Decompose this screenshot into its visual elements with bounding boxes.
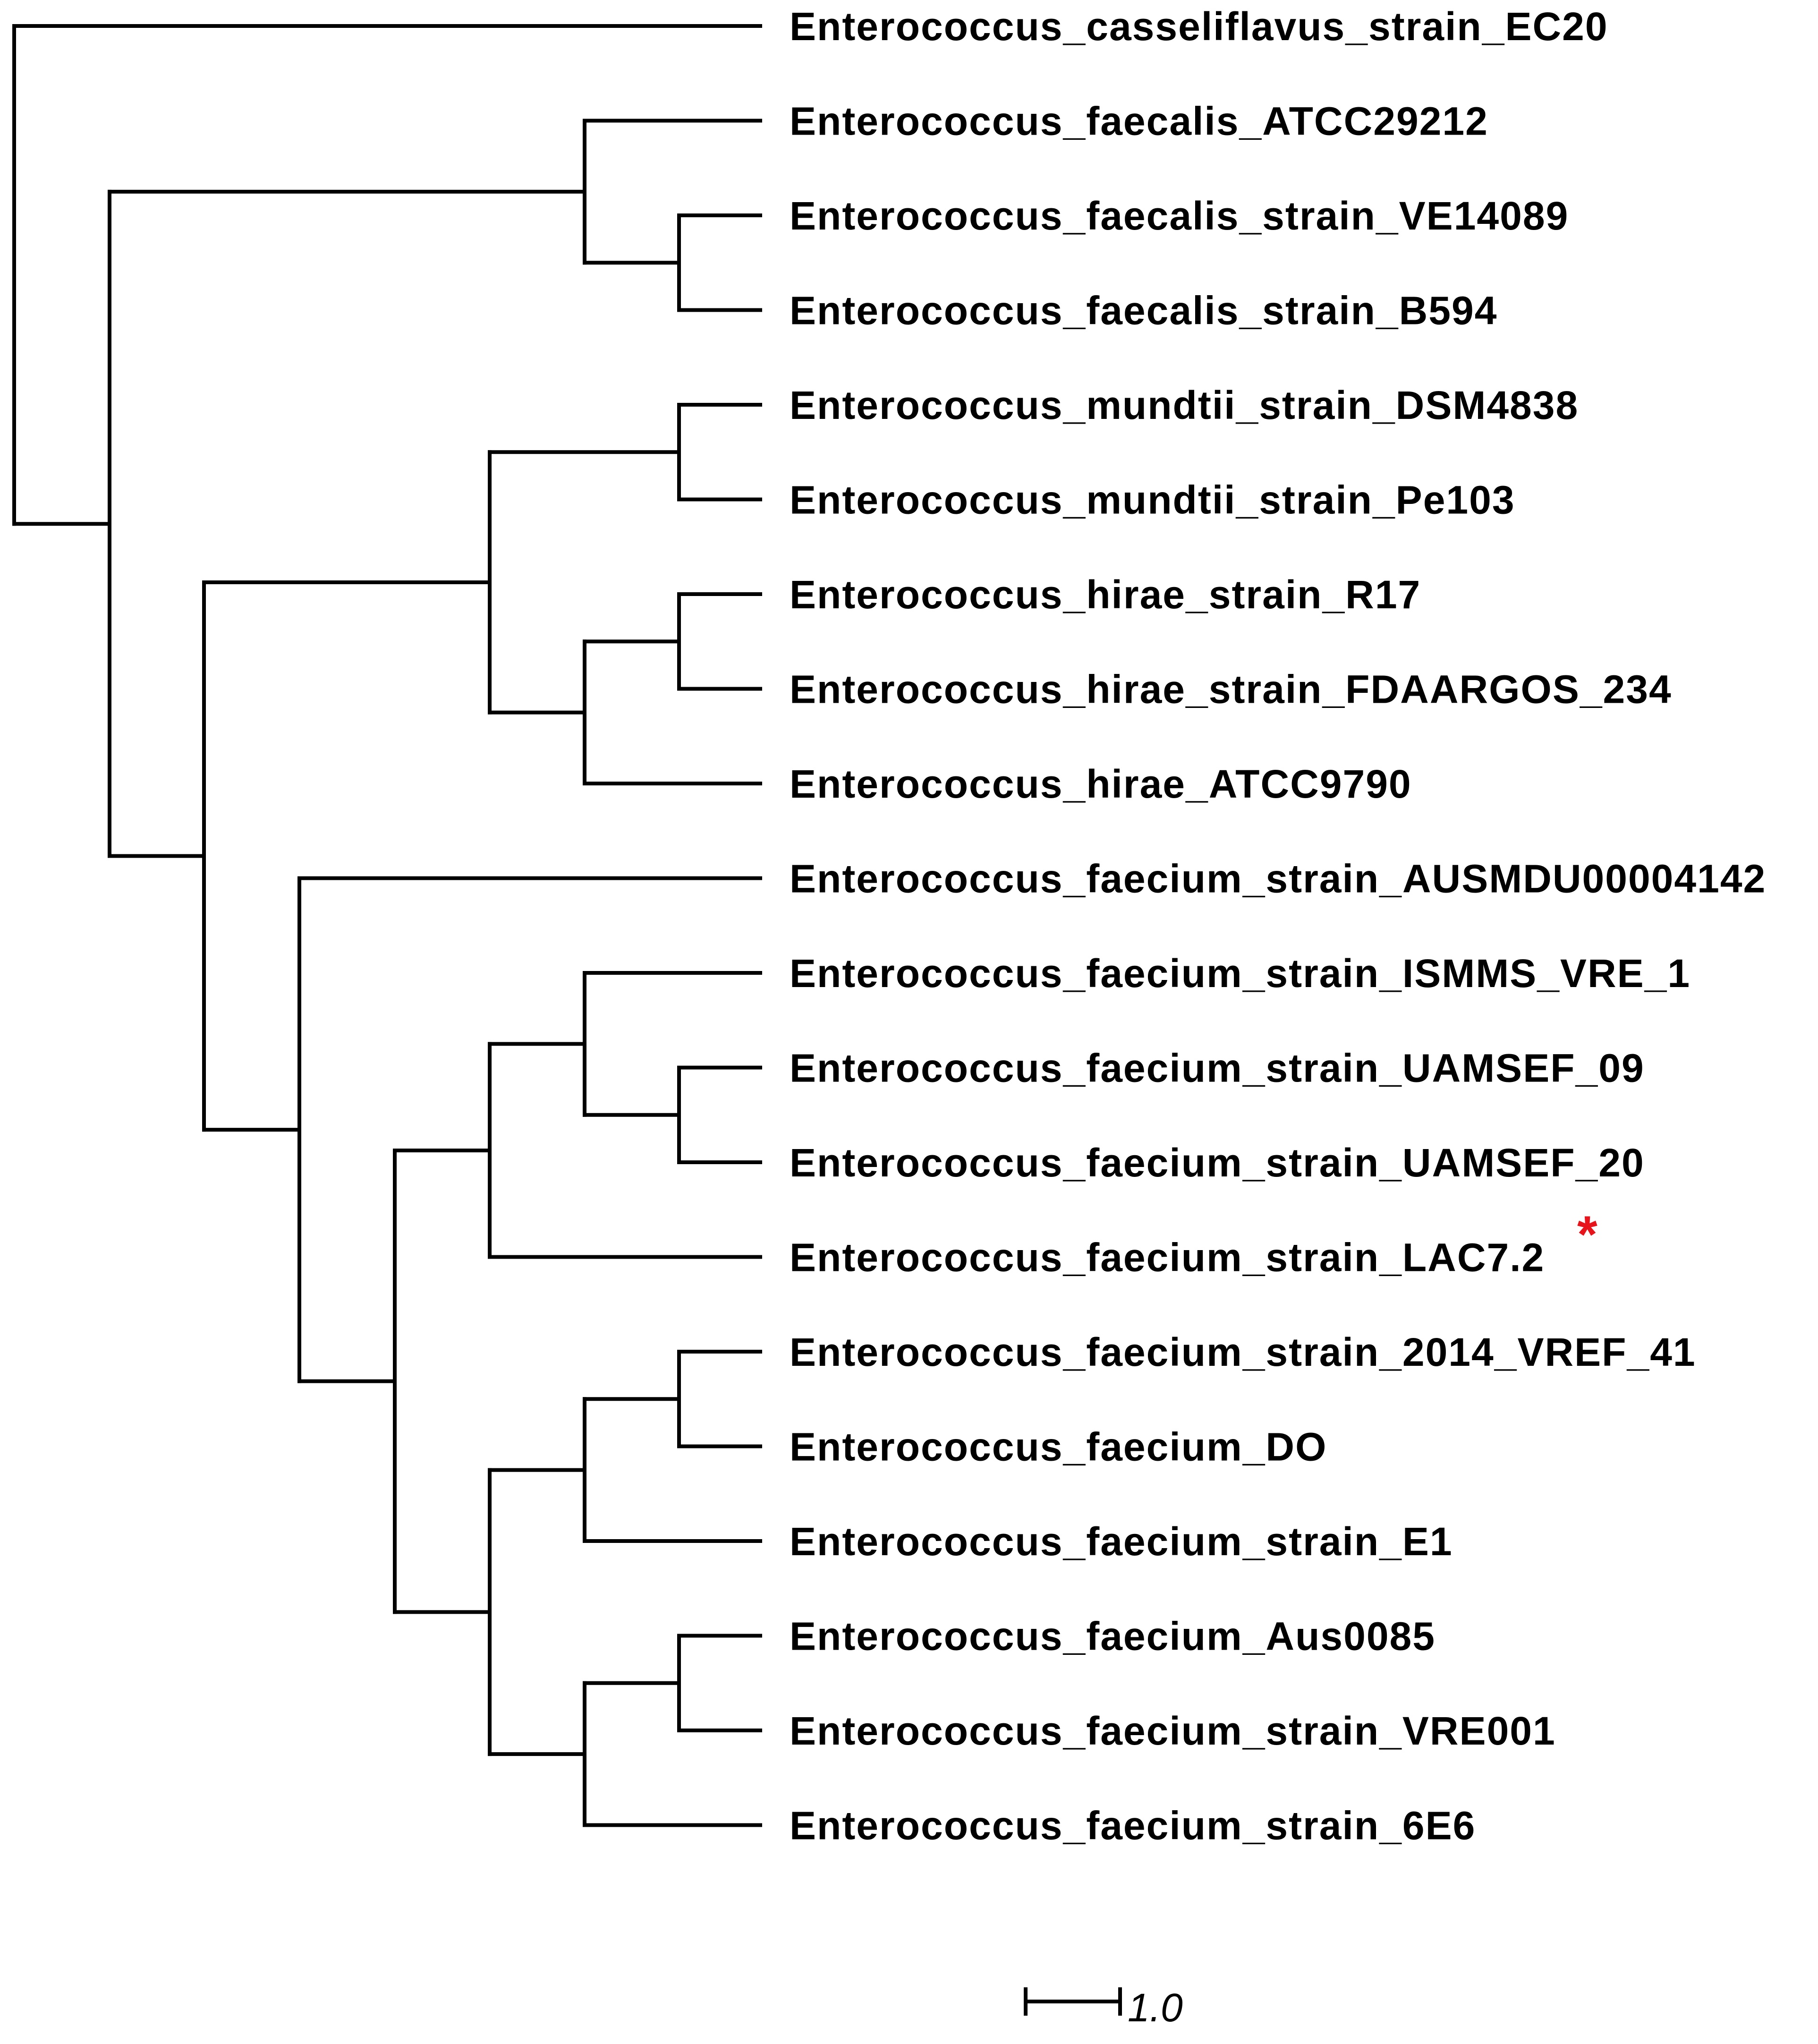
leaf-label: Enterococcus_faecium_strain_UAMSEF_20 [790,1141,1645,1185]
leaf-label: Enterococcus_faecalis_ATCC29212 [790,99,1488,144]
leaf-label: Enterococcus_faecium_strain_E1 [790,1519,1453,1564]
tree-branches [12,24,762,1827]
leaf-labels: Enterococcus_casseliflavus_strain_EC20En… [790,4,1766,1848]
leaf-label: Enterococcus_faecium_strain_ISMMS_VRE_1 [790,951,1691,996]
leaf-label: Enterococcus_faecium_strain_AUSMDU000041… [790,857,1766,901]
leaf-label: Enterococcus_faecium_strain_LAC7.2 [790,1235,1545,1280]
leaf-label: Enterococcus_mundtii_strain_DSM4838 [790,383,1579,427]
leaf-label: Enterococcus_faecalis_strain_B594 [790,289,1497,333]
leaf-label: Enterococcus_faecium_Aus0085 [790,1614,1436,1659]
leaf-label: Enterococcus_faecium_strain_VRE001 [790,1709,1556,1753]
leaf-label: Enterococcus_faecium_strain_2014_VREF_41 [790,1330,1696,1374]
leaf-label: Enterococcus_mundtii_strain_Pe103 [790,478,1515,522]
scale-bar: 1.0 [1024,1985,1183,2030]
leaf-label: Enterococcus_faecium_strain_UAMSEF_09 [790,1046,1645,1090]
scale-bar-label: 1.0 [1128,1985,1183,2030]
leaf-label: Enterococcus_casseliflavus_strain_EC20 [790,4,1608,49]
leaf-label: Enterococcus_hirae_strain_FDAARGOS_234 [790,667,1672,712]
leaf-label: Enterococcus_faecium_strain_6E6 [790,1804,1476,1848]
leaf-label: Enterococcus_hirae_ATCC9790 [790,762,1412,806]
leaf-label: Enterococcus_faecium_DO [790,1425,1327,1469]
highlight-asterisk: * [1577,1206,1597,1264]
leaf-label: Enterococcus_faecalis_strain_VE14089 [790,194,1569,238]
leaf-label: Enterococcus_hirae_strain_R17 [790,572,1421,617]
